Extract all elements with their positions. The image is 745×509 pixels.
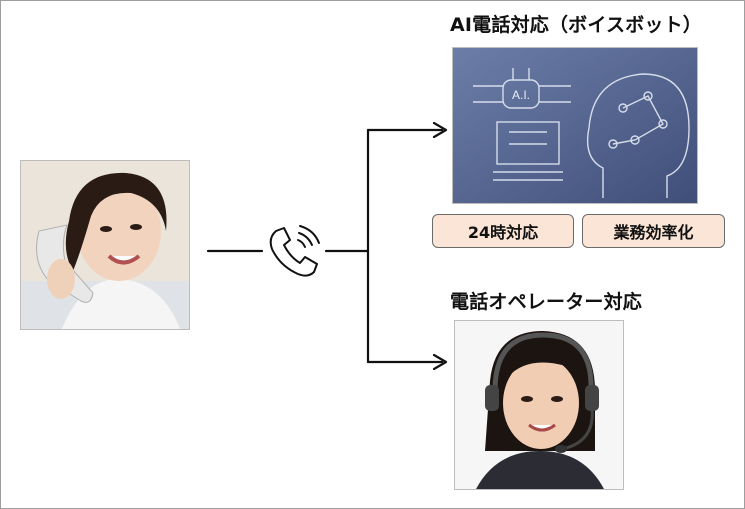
badge-efficiency: 業務効率化 — [582, 214, 725, 248]
operator-photo — [454, 320, 624, 490]
arrow-right-icon — [432, 353, 448, 371]
caller-photo — [20, 160, 190, 330]
phone-handset-icon — [269, 225, 320, 277]
ai-voicebot-image: A.I. — [452, 47, 698, 204]
ai-section-title: AI電話対応（ボイスボット） — [450, 14, 703, 36]
operator-section-title: 電話オペレーター対応 — [450, 291, 643, 313]
badge-24h-support: 24時対応 — [432, 214, 574, 248]
arrow-right-icon — [432, 121, 448, 139]
ai-image-label: A.I. — [512, 88, 530, 102]
